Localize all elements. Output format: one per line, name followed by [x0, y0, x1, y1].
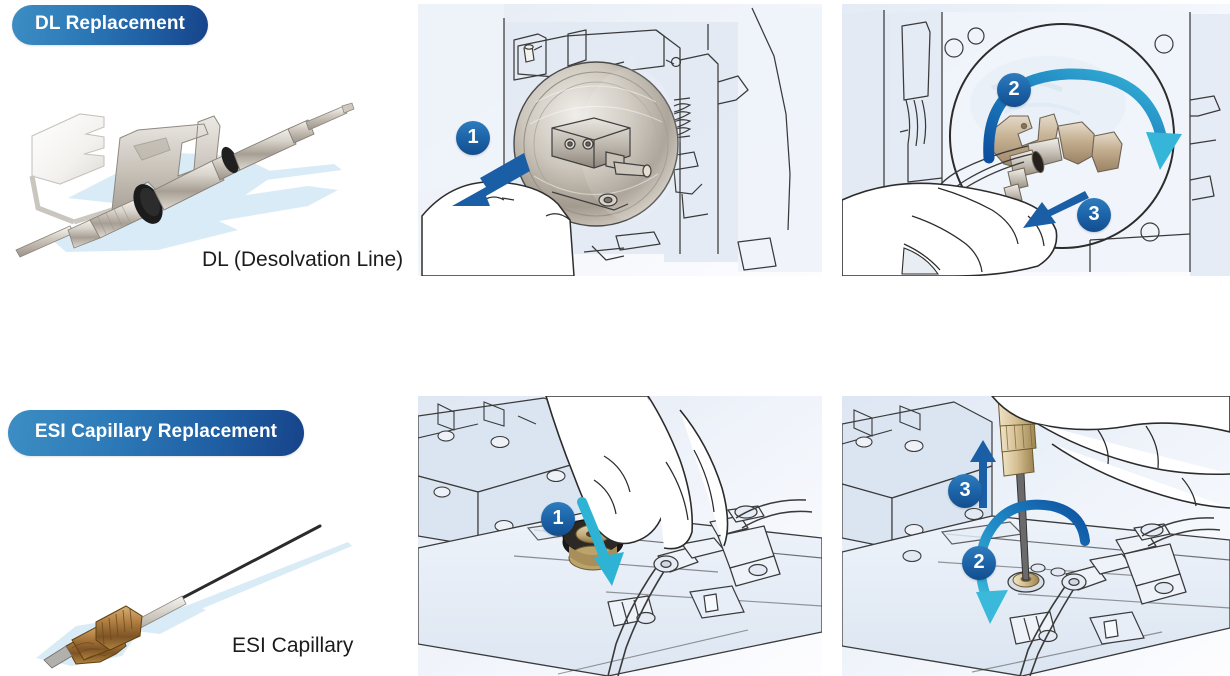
esi-part-caption: ESI Capillary [232, 634, 354, 657]
step-marker-esi-3: 3 [948, 474, 982, 508]
esi-panel-unscrew-and-lift [842, 396, 1230, 676]
step-marker-dl-2: 2 [997, 73, 1031, 107]
esi-panel-loosen-cap [418, 396, 822, 676]
section-badge-dl-replacement: DL Replacement [12, 5, 208, 45]
step-marker-dl-1: 1 [456, 121, 490, 155]
step-marker-esi-2: 2 [962, 546, 996, 580]
step-marker-esi-1: 1 [541, 502, 575, 536]
esi-capillary-illustration [10, 480, 410, 670]
section-badge-esi-capillary-replacement: ESI Capillary Replacement [8, 410, 304, 456]
step-marker-dl-3: 3 [1077, 198, 1111, 232]
dl-panel-rotate-and-pull [842, 4, 1230, 276]
dl-part-caption: DL (Desolvation Line) [202, 248, 404, 271]
dl-assembly-illustration [8, 90, 408, 270]
